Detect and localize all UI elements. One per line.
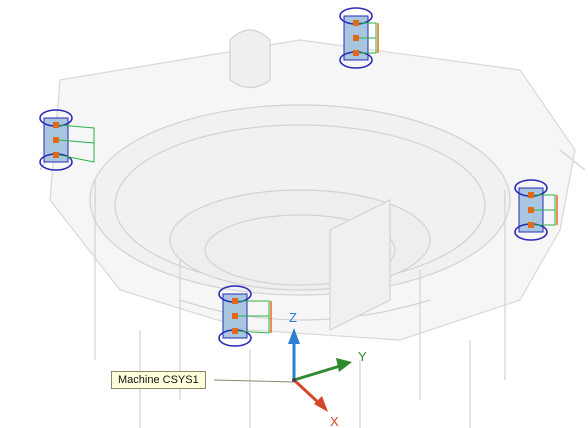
fixture-clamp-icon[interactable] xyxy=(218,285,272,347)
csys-name-label[interactable]: Machine CSYS1 xyxy=(111,371,206,389)
fixture-clamp-icon[interactable] xyxy=(39,109,95,171)
axis-x-label: X xyxy=(330,414,339,428)
axis-z-label: Z xyxy=(289,310,297,325)
csys-leader-line xyxy=(213,379,295,383)
csys-triad-icon[interactable] xyxy=(288,328,352,412)
fixture-clamp-icon[interactable] xyxy=(339,7,379,69)
part-body[interactable] xyxy=(39,29,586,428)
axis-y-label: Y xyxy=(358,349,367,364)
fixture-clamp-icon[interactable] xyxy=(514,179,558,241)
